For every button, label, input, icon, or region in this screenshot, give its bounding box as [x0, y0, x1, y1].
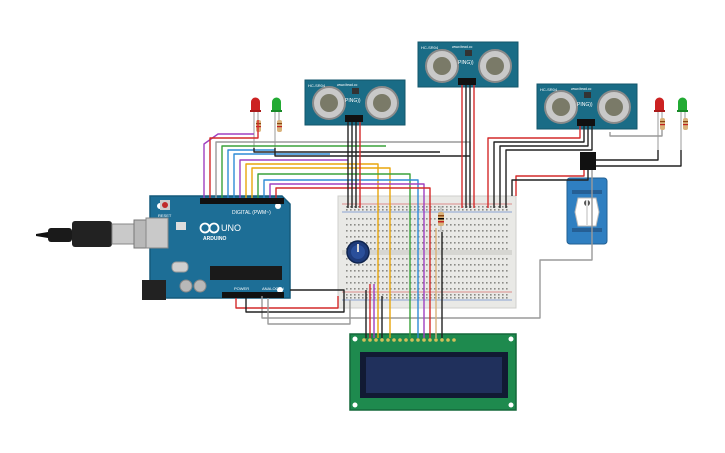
wire-purple-2 [239, 159, 348, 198]
ultrasonic-sensor-3: PING)) HC-SR04 www.itead.cc [536, 83, 638, 130]
sensor-3-model: HC-SR04 [540, 87, 558, 92]
ultrasonic-sensor-1: PING)) HC-SR04 www.itead.cc [304, 79, 406, 126]
wire-servo-vcc [515, 170, 585, 196]
lcd-16x2-display [349, 333, 517, 411]
ultrasonic-sensor-2: PING)) HC-SR04 www.itead.cc [417, 41, 519, 88]
resistor-right-2-icon [683, 118, 688, 130]
wire-analog [267, 298, 351, 325]
wires [203, 85, 682, 338]
wire-red-led [209, 120, 259, 198]
sensor-2-brand: PING)) [458, 60, 474, 66]
atmega-chip [210, 266, 282, 280]
sensor-3-brand: PING)) [577, 102, 593, 108]
wire-gnd [245, 298, 345, 313]
wire-sensor3-echo [499, 126, 589, 208]
wire-purple-led [203, 133, 254, 198]
arduino-logo-icon [199, 222, 220, 234]
wire-5v [235, 296, 339, 309]
sensor-2-model: HC-SR04 [421, 45, 439, 50]
digital-header [200, 198, 284, 204]
digital-label: DIGITAL (PWM~) [232, 210, 271, 216]
wire-sensor3-vcc [487, 126, 581, 208]
wire-black-led-gnd-2 [274, 148, 470, 157]
wire-blue-2 [263, 179, 419, 264]
wire-right-led-2 [596, 150, 682, 167]
wire-servo-signal [261, 170, 593, 319]
led-red-right-icon [654, 97, 665, 150]
wire-right-led-3 [609, 130, 663, 137]
wire-yellow [251, 167, 391, 226]
wire-right-led-1 [596, 150, 659, 161]
sensor-1-model: HC-SR04 [308, 83, 326, 88]
wire-green-trig [221, 145, 386, 198]
led-green-right-icon [677, 97, 688, 150]
arduino-uno-board: RESET DIGITAL (PWM~) UNO ARDUINO POWER A… [142, 195, 291, 300]
board-brand: ARDUINO [203, 236, 226, 242]
wire-sensor3-gnd [505, 126, 593, 208]
lcd-screen [366, 357, 502, 393]
resistor-right-1-icon [660, 118, 665, 130]
wire-green-2 [257, 173, 411, 260]
sensor-2-url: www.itead.cc [452, 45, 473, 49]
usb-cable-icon [36, 219, 159, 249]
wire-blue-echo [227, 149, 275, 198]
wire-a0 [290, 289, 345, 300]
wire-servo-gnd [511, 170, 589, 196]
resistor-left-2-icon [277, 120, 282, 132]
wire-sensor3-trig [493, 126, 585, 208]
potentiometer-icon [346, 240, 370, 264]
wire-orange [245, 163, 379, 220]
reset-label: RESET [158, 213, 172, 218]
board-model: UNO [221, 223, 241, 233]
power-label: POWER [234, 286, 249, 291]
servo-icon [566, 152, 608, 245]
wire-black-led-gnd [253, 148, 440, 153]
sensor-1-brand: PING)) [345, 98, 361, 104]
sensor-3-url: www.itead.cc [571, 87, 592, 91]
wire-red-2 [275, 187, 431, 272]
wire-purple-3 [269, 183, 425, 270]
analog-label: ANALOG IN [262, 286, 284, 291]
wire-lightblue [233, 153, 330, 198]
reset-button [162, 202, 168, 208]
resistor-icon [438, 206, 444, 232]
sensor-1-url: www.itead.cc [337, 83, 358, 87]
